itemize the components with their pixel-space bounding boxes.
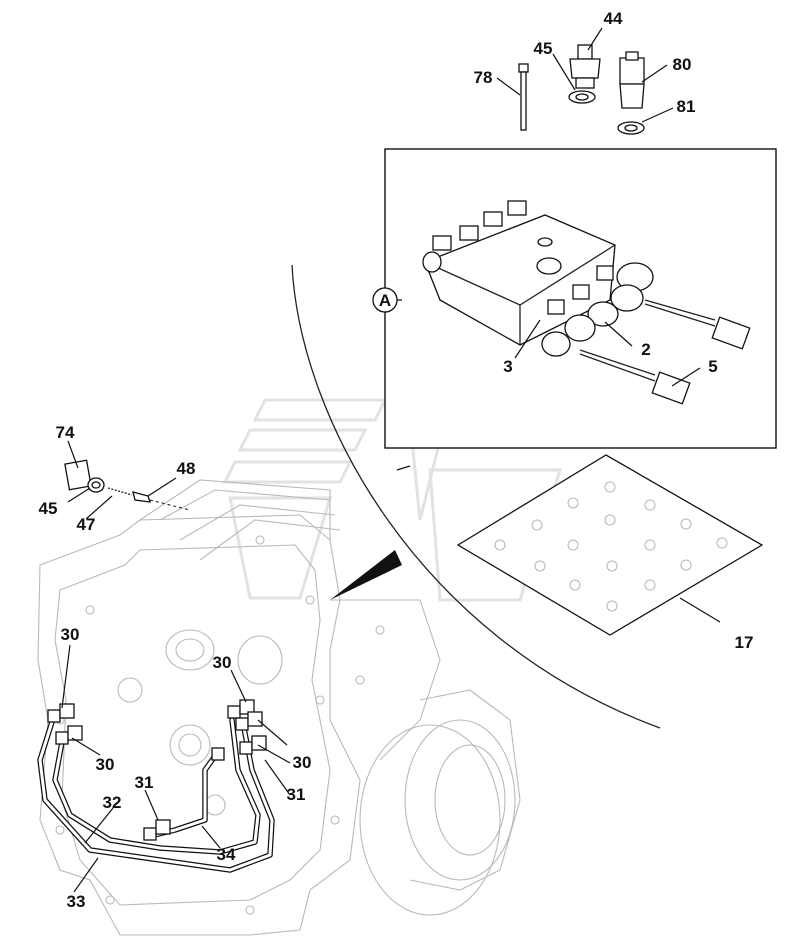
label-47: 47 xyxy=(77,515,96,534)
solenoid-valve-block xyxy=(422,200,751,405)
hydraulic-pipes xyxy=(37,717,275,873)
pipe-fittings xyxy=(47,699,267,841)
label-48: 48 xyxy=(177,459,196,478)
fitting-74 xyxy=(64,459,105,493)
label-31-b: 31 xyxy=(135,773,154,792)
label-17: 17 xyxy=(735,633,754,652)
bolt-78 xyxy=(518,63,529,131)
label-80: 80 xyxy=(673,55,692,74)
leader-lines xyxy=(61,27,721,893)
label-30-d: 30 xyxy=(293,753,312,772)
label-30-a: 30 xyxy=(61,625,80,644)
label-34: 34 xyxy=(217,845,236,864)
label-45-left: 45 xyxy=(39,499,58,518)
label-45-top: 45 xyxy=(534,39,553,58)
spring-47 xyxy=(107,487,133,496)
pin-48 xyxy=(132,491,151,503)
detail-arc xyxy=(291,264,661,729)
label-31-a: 31 xyxy=(287,785,306,804)
label-30-c: 30 xyxy=(213,653,232,672)
label-44: 44 xyxy=(604,9,623,28)
callout-a-letter: A xyxy=(379,291,391,310)
transmission-housing xyxy=(37,479,521,936)
label-3: 3 xyxy=(503,357,512,376)
label-5: 5 xyxy=(708,357,717,376)
label-81: 81 xyxy=(677,97,696,116)
label-74: 74 xyxy=(56,423,75,442)
gasket-plate-17 xyxy=(456,454,764,636)
label-2: 2 xyxy=(641,340,650,359)
callout-a-circle xyxy=(372,287,398,313)
label-78: 78 xyxy=(474,68,493,87)
part-labels: 44 45 78 80 81 2 3 5 74 45 47 48 17 30 3… xyxy=(39,9,754,911)
sensor-44 xyxy=(569,44,601,89)
pressure-switch-80 xyxy=(619,51,645,109)
label-32: 32 xyxy=(103,793,122,812)
label-33: 33 xyxy=(67,892,86,911)
detail-pointer xyxy=(330,550,402,600)
label-30-b: 30 xyxy=(96,755,115,774)
